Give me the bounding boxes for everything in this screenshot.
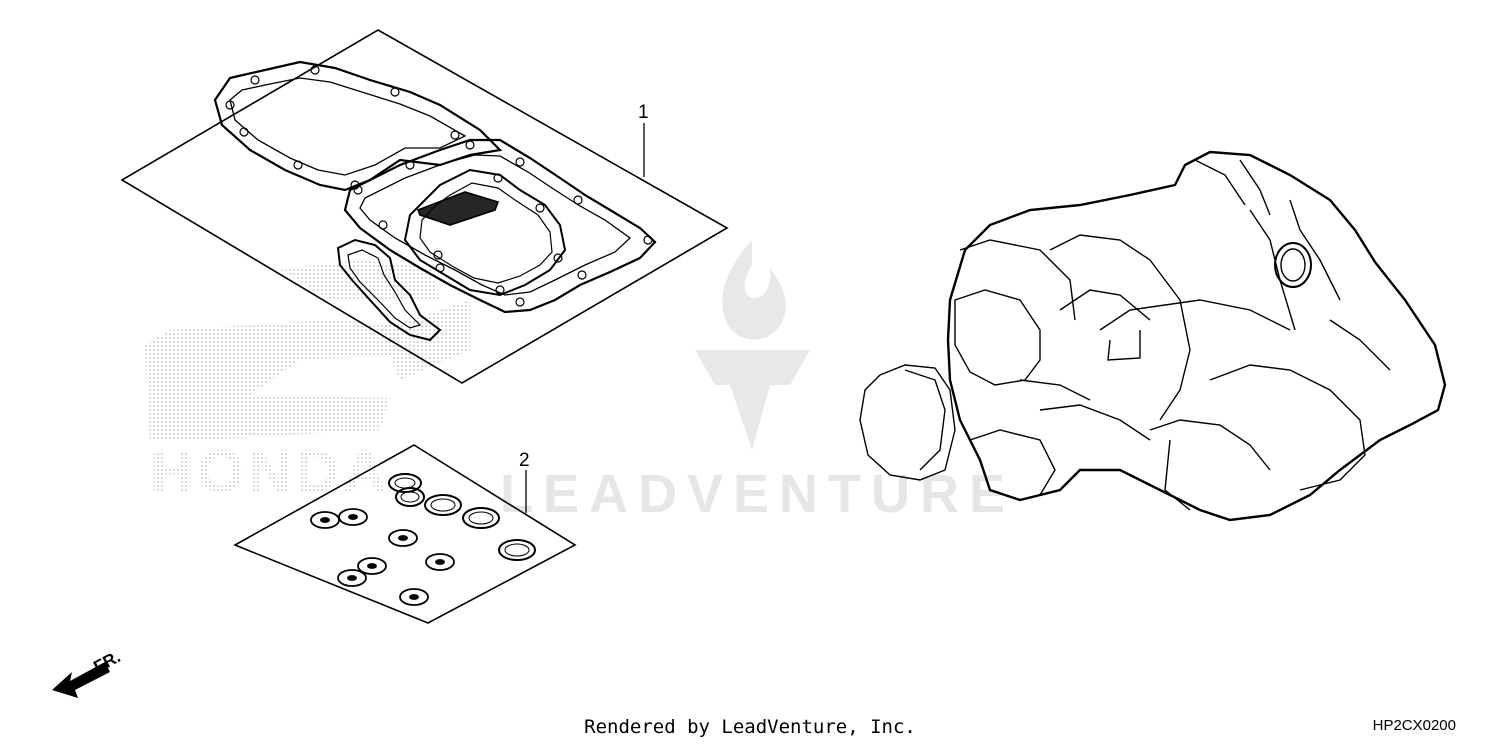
- leadventure-text-watermark: LEADVENTURE: [500, 464, 1015, 524]
- honda-wing-watermark: [145, 260, 470, 440]
- gasket-sheet-a: [120, 29, 729, 384]
- inner-gasket: [403, 168, 567, 297]
- callout-1: 1: [638, 102, 649, 123]
- callout-2: 2: [519, 450, 530, 471]
- engine-illustration: [859, 150, 1447, 522]
- honda-brand-watermark: HONDA: [150, 438, 390, 505]
- small-plate-gasket: [416, 191, 500, 226]
- leadventure-logo-watermark: [695, 240, 810, 450]
- engine-outline: [946, 150, 1447, 522]
- gasket-sheet-b: [233, 444, 577, 624]
- gasket-kit-a-group: [120, 29, 729, 384]
- footer-credit: Rendered by LeadVenture, Inc.: [584, 716, 916, 738]
- front-direction-arrow-icon: [52, 662, 110, 698]
- diagram-code: HP2CX0200: [1372, 717, 1456, 734]
- oil-pan-gasket: [343, 138, 657, 314]
- filler-cap: [1274, 242, 1312, 288]
- strainer-gasket: [336, 238, 442, 342]
- gasket-kit-b-group: [233, 444, 577, 624]
